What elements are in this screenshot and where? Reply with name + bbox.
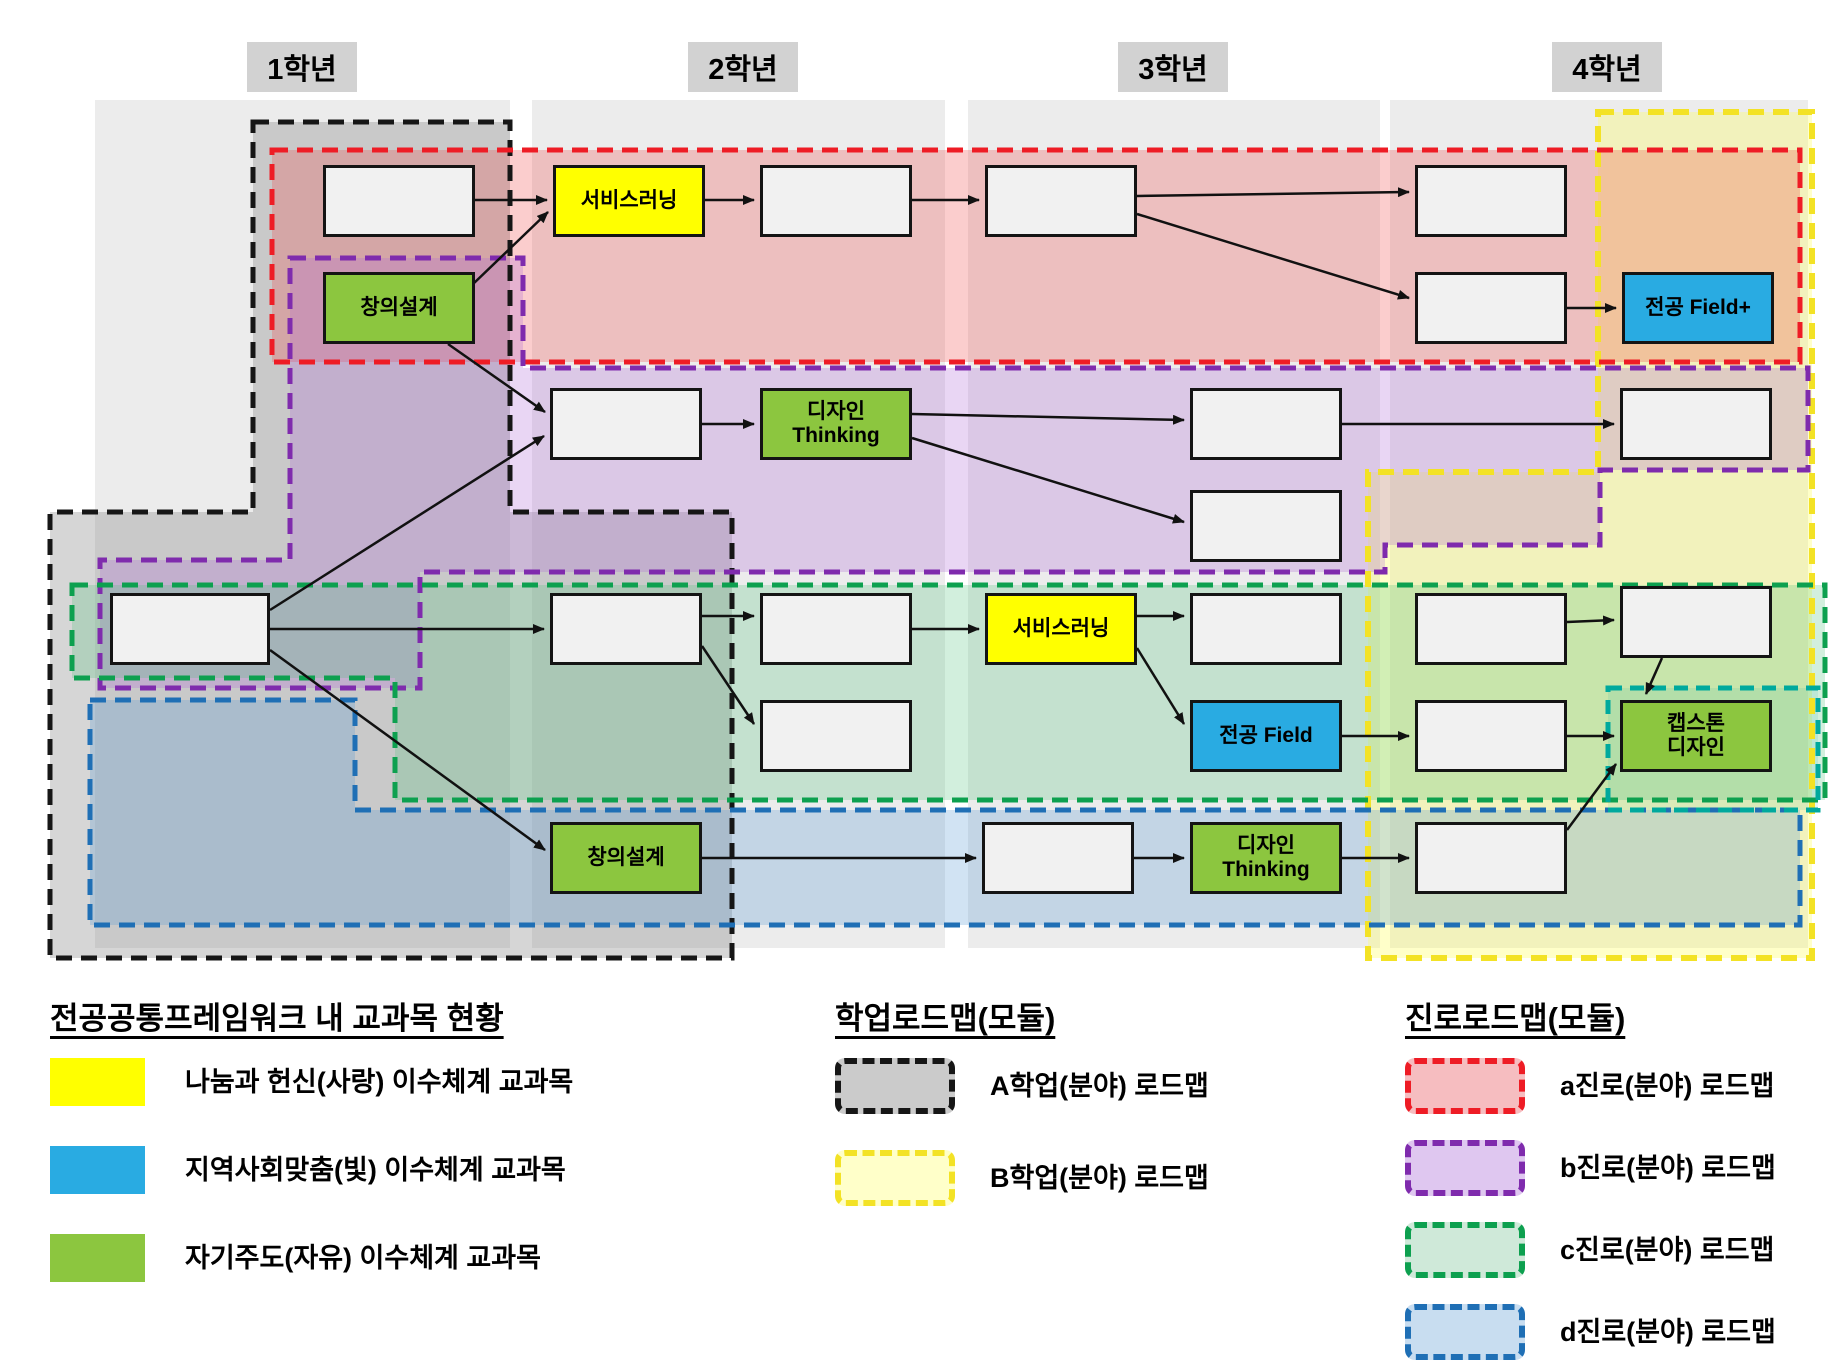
legend-label-academic-b: B학업(분야) 로드맵 (990, 1163, 1209, 1193)
region-fill-career-b (100, 258, 1808, 688)
legend-label-career-d: d진로(분야) 로드맵 (1560, 1317, 1776, 1347)
course-label: 전공 Field+ (1645, 295, 1751, 319)
region-border-career-b (97, 255, 1811, 691)
course-box-major-field: 전공 Field (1190, 700, 1342, 772)
arrow (269, 648, 546, 852)
course-label: 서비스러닝 (580, 188, 678, 212)
column-header-label: 4학년 (1572, 54, 1642, 86)
region-border-career-a (269, 147, 1803, 365)
column-header-label: 3학년 (1138, 54, 1208, 86)
course-label: 디자인 Thinking (792, 399, 880, 447)
course-box-empty-first-year-common (110, 593, 270, 665)
legend-label-yellow: 나눔과 헌신(사랑) 이수체계 교과목 (185, 1067, 574, 1097)
course-label: 디자인 Thinking (1222, 833, 1310, 881)
column-header-year4: 4학년 (1552, 42, 1662, 92)
region-border-capstone-highlight (1605, 685, 1821, 813)
course-box-empty (1415, 165, 1567, 237)
course-box-empty (550, 388, 702, 460)
course-box-empty (1415, 822, 1567, 894)
course-box-empty (760, 593, 912, 665)
legend-swatch-yellow (50, 1058, 145, 1106)
arrow (1136, 212, 1410, 300)
column-header-year2: 2학년 (688, 42, 798, 92)
arrow (1566, 615, 1615, 626)
legend-swatch-career-a (1405, 1058, 1525, 1114)
column-header-label: 2학년 (708, 54, 778, 86)
region-border-career-c (69, 582, 1828, 803)
course-box-capstone-design: 캡스톤 디자인 (1620, 700, 1772, 772)
arrow (269, 434, 545, 612)
legend-career-title: 진로로드맵(모듈) (1405, 1001, 1626, 1036)
region-fill-academic-a (50, 122, 732, 958)
course-box-service-learning: 서비스러닝 (553, 165, 705, 237)
course-box-empty (1190, 593, 1342, 665)
course-box-empty (760, 165, 912, 237)
course-label: 창의설계 (587, 845, 665, 869)
course-box-empty (1190, 490, 1342, 562)
region-fill-career-c (72, 585, 1825, 800)
legend-swatch-career-b (1405, 1140, 1525, 1196)
course-box-design-thinking: 디자인 Thinking (1190, 822, 1342, 894)
course-box-creative-design: 창의설계 (323, 272, 475, 344)
course-box-empty (550, 593, 702, 665)
column-band-year2 (532, 100, 945, 948)
course-box-creative-design: 창의설계 (550, 822, 702, 894)
arrow (700, 645, 756, 725)
legend-courses-title: 전공공통프레임워크 내 교과목 현황 (50, 1001, 504, 1036)
arrow (1135, 647, 1186, 725)
course-box-major-field-plus: 전공 Field+ (1622, 272, 1774, 344)
legend-label-blue: 지역사회맞춤(빛) 이수체계 교과목 (185, 1155, 566, 1185)
legend-academic-title: 학업로드맵(모듈) (835, 1001, 1056, 1036)
course-box-design-thinking: 디자인 Thinking (760, 388, 912, 460)
legend-label-career-a: a진로(분야) 로드맵 (1560, 1071, 1775, 1101)
region-border-academic-a (47, 119, 735, 961)
course-label: 캡스톤 디자인 (1667, 711, 1725, 759)
legend-swatch-blue (50, 1146, 145, 1194)
course-box-empty (760, 700, 912, 772)
legend-swatch-career-d (1405, 1304, 1525, 1360)
arrow (1136, 187, 1410, 198)
course-box-empty (1415, 272, 1567, 344)
course-box-empty (982, 822, 1134, 894)
course-box-service-learning: 서비스러닝 (985, 593, 1137, 665)
arrow (911, 412, 1185, 425)
legend-swatch-career-c (1405, 1222, 1525, 1278)
legend-swatch-green (50, 1234, 145, 1282)
legend-label-green: 자기주도(자유) 이수체계 교과목 (185, 1243, 541, 1273)
course-box-empty (1620, 586, 1772, 658)
course-label: 서비스러닝 (1012, 616, 1110, 640)
arrow (1565, 763, 1618, 831)
column-band-year1 (95, 100, 510, 948)
column-header-year3: 3학년 (1118, 42, 1228, 92)
legend-swatch-academic-b (835, 1150, 955, 1206)
flow-arrows (269, 187, 1664, 863)
course-box-empty (323, 165, 475, 237)
course-label: 전공 Field (1219, 723, 1313, 747)
roadmap-region-borders (47, 109, 1828, 961)
arrow (911, 436, 1185, 524)
arrow (447, 342, 546, 414)
arrow (471, 211, 549, 286)
arrow (1644, 657, 1664, 695)
column-header-label: 1학년 (267, 54, 337, 86)
legend-label-career-c: c진로(분야) 로드맵 (1560, 1235, 1775, 1265)
course-box-empty (1190, 388, 1342, 460)
region-border-career-d (87, 697, 1803, 928)
course-label: 창의설계 (360, 295, 438, 319)
course-box-empty (1415, 700, 1567, 772)
legend-label-academic-a: A학업(분야) 로드맵 (990, 1071, 1209, 1101)
legend-label-career-b: b진로(분야) 로드맵 (1560, 1153, 1776, 1183)
course-box-empty (1620, 388, 1772, 460)
legend-swatch-academic-a (835, 1058, 955, 1114)
course-box-empty (1415, 593, 1567, 665)
course-box-empty (985, 165, 1137, 237)
column-header-year1: 1학년 (247, 42, 357, 92)
region-border-academic-b (1365, 109, 1815, 961)
